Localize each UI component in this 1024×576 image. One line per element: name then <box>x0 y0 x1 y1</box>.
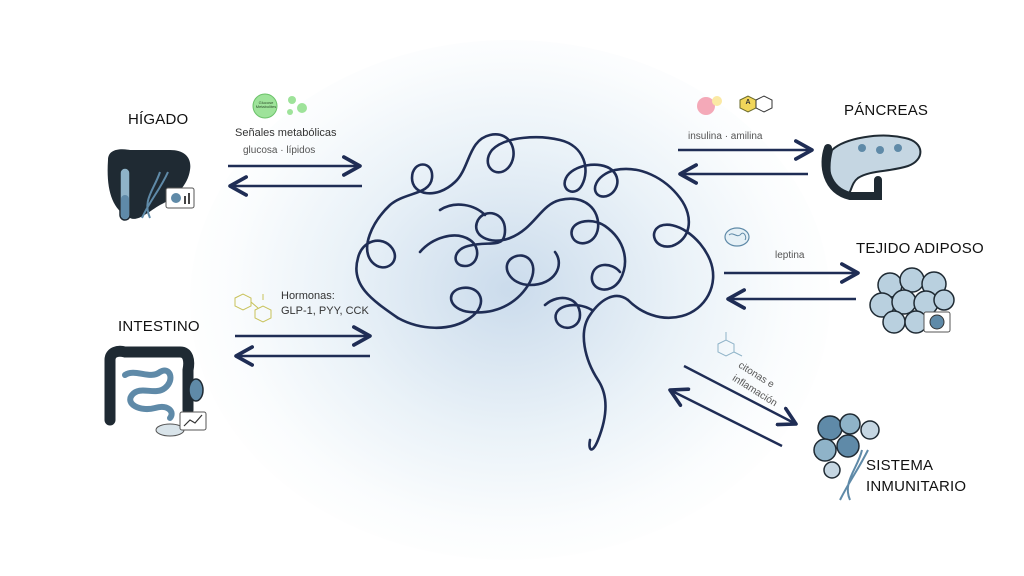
arrows-pancreas <box>678 139 814 185</box>
pancreas-signal: insulina · amilina <box>688 131 763 142</box>
immune-cells-icon <box>813 413 880 501</box>
molecule-icon-liver <box>252 93 307 119</box>
adipose-label: TEJIDO ADIPOSO <box>856 240 984 257</box>
liver-signal-title: Señales metabólicas <box>235 127 337 139</box>
intestine-icon <box>104 345 207 437</box>
cytokine-molecule-icon <box>717 332 743 357</box>
immune-label-line1: SISTEMA <box>866 457 934 474</box>
liver-signal-sub: glucosa · lípidos <box>243 145 316 156</box>
liver-label: HÍGADO <box>128 111 189 128</box>
intestine-signal-sub: GLP-1, PYY, CCK <box>281 305 369 317</box>
leptin-icon <box>724 227 750 247</box>
arrows-liver <box>228 155 362 197</box>
liver-icon <box>107 149 195 221</box>
arrow-immune-to-brain <box>668 387 783 448</box>
adipose-tissue-icon <box>869 267 955 334</box>
arrows-intestine <box>234 325 372 367</box>
amilina-badge: A <box>745 99 751 106</box>
brain-illustration <box>355 133 715 451</box>
glucose-badge-title: Glucose <box>258 100 274 105</box>
pancreas-icon <box>821 134 922 200</box>
immune-label-line2: INMUNITARIO <box>866 478 967 495</box>
arrows-adipose <box>724 262 860 310</box>
glucose-badge-sub: Metabolites <box>255 104 277 109</box>
molecule-icon-intestine <box>234 293 272 323</box>
intestine-signal-title: Hormonas: <box>281 290 335 302</box>
glucose-badge: Glucose Metabolites <box>254 101 278 109</box>
pancreas-label: PÁNCREAS <box>844 102 929 119</box>
arrow-brain-to-immune <box>683 364 798 427</box>
adipose-signal: leptina <box>775 250 805 261</box>
intestine-label: INTESTINO <box>118 318 200 335</box>
arrows-immune <box>668 364 798 448</box>
molecule-icon-pancreas <box>697 95 773 115</box>
